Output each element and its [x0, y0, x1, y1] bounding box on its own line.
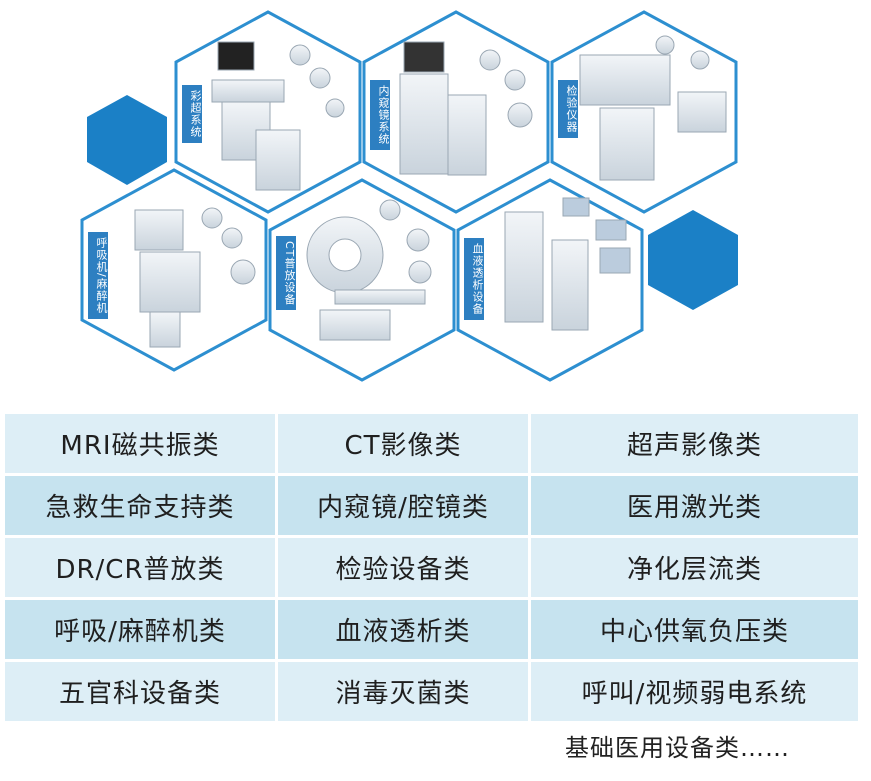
- ventilator-illustration: [134, 207, 256, 348]
- category-cell: 呼叫/视频弱电系统: [531, 662, 858, 721]
- hex-label-ultrasound: 彩超系统: [182, 85, 202, 143]
- category-cell: 净化层流类: [531, 538, 858, 597]
- dialysis-machine-illustration: [504, 197, 631, 331]
- category-table: MRI磁共振类 CT影像类 超声影像类 急救生命支持类 内窥镜/腔镜类 医用激光…: [5, 414, 858, 721]
- category-cell: 五官科设备类: [5, 662, 275, 721]
- category-cell: 医用激光类: [531, 476, 858, 535]
- ultrasound-device-illustration: [211, 41, 345, 191]
- ct-scanner-illustration: [306, 199, 432, 341]
- hex-label-ct: CT普放设备: [276, 236, 296, 311]
- hex-graphics: [80, 10, 738, 382]
- category-cell: 消毒灭菌类: [278, 662, 528, 721]
- category-cell: 血液透析类: [278, 600, 528, 659]
- hex-label-ventilator: 呼吸机/麻醉机: [88, 232, 108, 319]
- equipment-hex-collage: 彩超系统 内窥镜系统 检验仪器 呼吸机/麻醉机 CT普放设备 血液透析设备: [80, 10, 738, 382]
- hex-dialysis: [456, 178, 644, 382]
- hex-label-lab: 检验仪器: [558, 80, 578, 138]
- category-cell: CT影像类: [278, 414, 528, 473]
- category-cell: 内窥镜/腔镜类: [278, 476, 528, 535]
- category-cell: 中心供氧负压类: [531, 600, 858, 659]
- category-cell: DR/CR普放类: [5, 538, 275, 597]
- category-cell: MRI磁共振类: [5, 414, 275, 473]
- decor-hex-right: [648, 210, 738, 310]
- hex-label-dialysis: 血液透析设备: [464, 238, 484, 320]
- category-cell: 超声影像类: [531, 414, 858, 473]
- category-cell: 呼吸/麻醉机类: [5, 600, 275, 659]
- category-cell: 检验设备类: [278, 538, 528, 597]
- category-cell: 急救生命支持类: [5, 476, 275, 535]
- decor-hex-left: [87, 95, 167, 185]
- footer-note: 基础医用设备类……: [565, 734, 790, 762]
- lab-analyzer-illustration: [579, 35, 727, 181]
- endoscope-device-illustration: [399, 41, 533, 176]
- hex-label-endoscope: 内窥镜系统: [370, 80, 390, 150]
